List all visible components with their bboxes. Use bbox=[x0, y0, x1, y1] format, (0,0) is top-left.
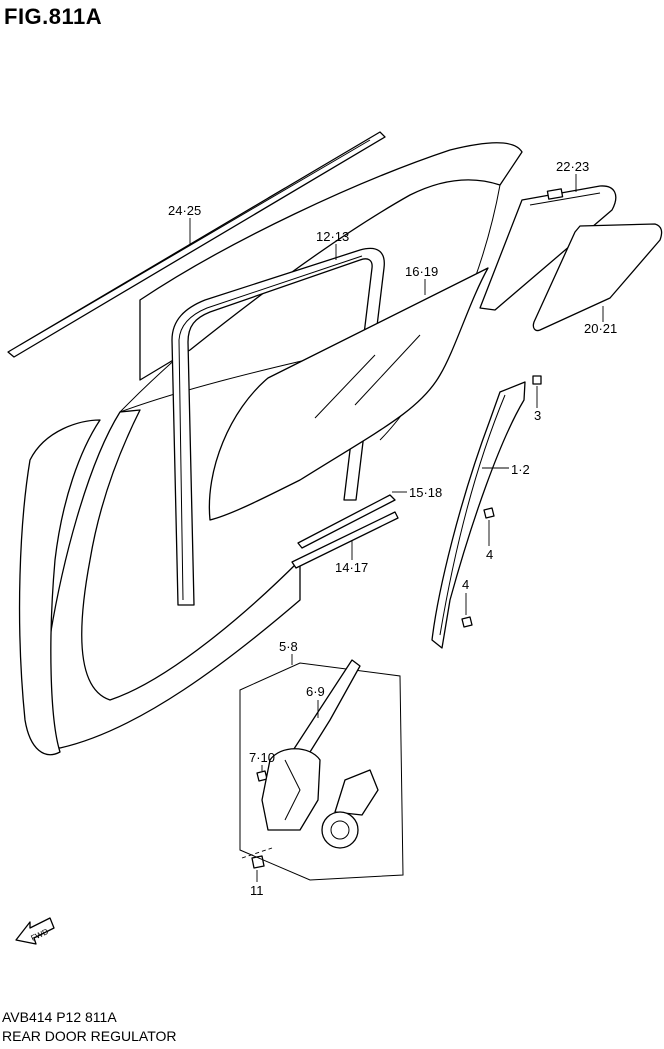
bolt-3[interactable] bbox=[532, 375, 542, 385]
callout-6-9: 6·9 bbox=[306, 684, 325, 699]
callout-12-13: 12·13 bbox=[316, 229, 349, 244]
callout-11: 11 bbox=[250, 883, 264, 898]
figure-name: REAR DOOR REGULATOR bbox=[2, 1028, 177, 1044]
callout-4a: 4 bbox=[486, 547, 493, 562]
callout-7-10: 7·10 bbox=[249, 750, 275, 765]
regulator-motor[interactable] bbox=[321, 769, 379, 849]
quarter-window-glass[interactable] bbox=[532, 223, 663, 332]
bolt-4a[interactable] bbox=[483, 507, 495, 519]
callout-5-8: 5·8 bbox=[279, 639, 298, 654]
callout-4b: 4 bbox=[462, 577, 469, 592]
door-glass[interactable] bbox=[208, 267, 489, 521]
model-code: AVB414 P12 811A bbox=[2, 1009, 117, 1025]
belt-moulding[interactable] bbox=[7, 131, 386, 358]
weatherstrips[interactable] bbox=[291, 494, 399, 569]
callout-22-23: 22·23 bbox=[556, 159, 589, 174]
forward-arrow-icon: FWD bbox=[15, 917, 55, 945]
rear-sash[interactable] bbox=[431, 381, 526, 649]
callout-1-2: 1·2 bbox=[511, 462, 530, 477]
quarter-window-frame[interactable] bbox=[479, 185, 617, 311]
callout-14-17: 14·17 bbox=[335, 560, 368, 575]
callout-20-21: 20·21 bbox=[584, 321, 617, 336]
callout-15-18: 15·18 bbox=[409, 485, 442, 500]
callout-3: 3 bbox=[534, 408, 541, 423]
glass-run-channel[interactable] bbox=[171, 247, 385, 606]
bolt-4b[interactable] bbox=[461, 616, 473, 628]
figure-title: FIG.811A bbox=[4, 4, 103, 29]
callout-16-19: 16·19 bbox=[405, 264, 438, 279]
window-regulator[interactable] bbox=[261, 659, 361, 831]
callout-24-25: 24·25 bbox=[168, 203, 201, 218]
regulator-assembly-box bbox=[239, 662, 404, 881]
